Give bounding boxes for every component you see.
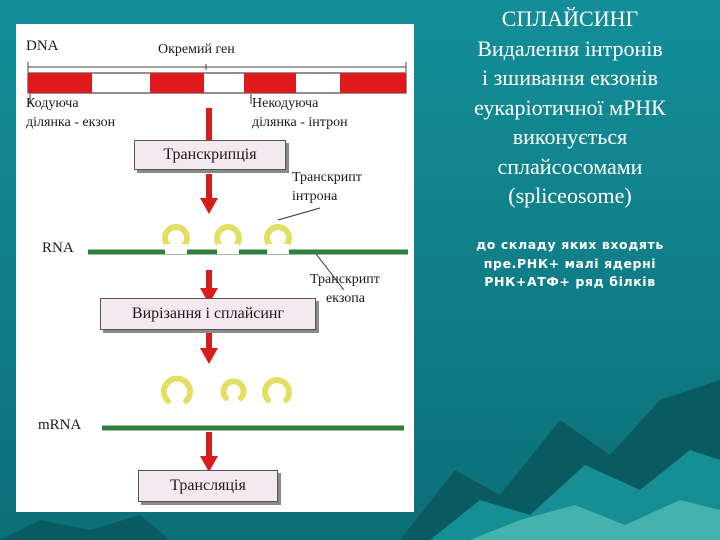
mrna-label: mRNA [38,417,82,433]
intron-transcript-label-line-1: Транскрипт [292,170,362,185]
excised-introns [161,375,292,404]
noncoding-label-line-2: ділянка - інтрон [252,115,348,130]
dna-exon-4 [340,73,406,93]
note-line: пре.РНК+ малі ядерні [483,255,657,271]
arrow-2 [200,174,218,214]
rna-label: RNA [42,240,74,256]
title-line: СПЛАЙСИНГ [501,6,639,31]
excised-intron-1 [161,375,193,404]
exon-transcript-label-line-1: Транскрипт [310,272,380,287]
arrow-5 [200,432,218,472]
splicing-diagram-panel: DNA Окремий ген Кодуюча ділянка - екзон … [16,24,414,512]
gene-bracket [27,62,407,72]
rna-strand [88,224,408,255]
splicing-box: Вирізання і сплайсинг [100,298,316,330]
dna-exon-3 [244,73,296,93]
intron-transcript-label-line-2: інтрона [292,189,338,204]
transcription-box: Транскрипція [134,140,286,170]
arrow-3 [200,270,218,304]
title-line: і зшивання екзонів [481,65,659,90]
dna-label: DNA [26,38,59,54]
excised-intron-2 [220,378,247,401]
splicing-title: СПЛАЙСИНГ Видалення інтронів і зшивання … [425,4,715,211]
dna-exon-1 [28,73,92,93]
translation-box: Трансляція [138,470,278,502]
note-line: до складу яких входять [476,237,664,252]
coding-label-line-2: ділянка - екзон [26,115,116,130]
title-line: сплайсосомами [497,153,643,179]
dna-strand [27,72,407,94]
intron-transcript-pointer [277,207,321,221]
exon-transcript-label-line-2: екзопа [326,291,365,306]
spliceosome-composition-note: до складу яких входять пре.РНК+ малі яде… [425,236,715,292]
diagram-graphics [27,62,408,472]
note-line: РНК+АТФ+ ряд білків [484,274,656,289]
title-line: (spliceosome) [508,183,632,208]
dna-exon-2 [150,73,204,93]
excised-intron-3 [262,377,292,403]
arrow-4 [200,328,218,364]
title-line: виконується [512,124,628,149]
title-line: еукаріотичної мРНК [474,94,666,120]
title-line: Видалення інтронів [477,35,663,61]
exon-transcript-pointer [315,253,345,291]
noncoding-label-line-1: Некодуюча [252,96,319,111]
coding-label-line-1: Кодуюча [26,96,79,111]
gene-label: Окремий ген [158,42,235,57]
